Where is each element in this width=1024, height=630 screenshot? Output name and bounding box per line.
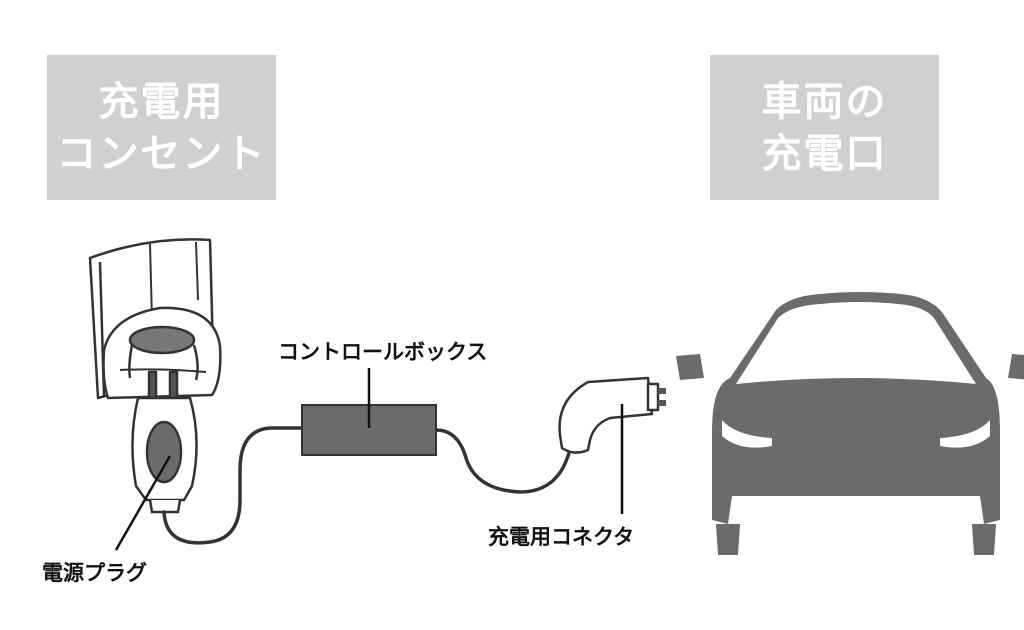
car-illustration [676, 292, 1024, 555]
charging-cable [162, 426, 574, 545]
outlet-title-line1: 充電用 [98, 78, 225, 125]
plug-leader [114, 455, 172, 551]
outlet-title-box: 充電用 コンセント [47, 55, 276, 200]
vehicle-port-title-box: 車両の 充電口 [710, 55, 939, 200]
outlet-title-line2: コンセント [56, 130, 267, 177]
power-plug-label: 電源プラグ [42, 561, 147, 585]
vehicle-title-line2: 充電口 [761, 130, 888, 177]
control-box-label: コントロールボックス [278, 340, 488, 364]
charging-connector-illustration [558, 376, 666, 454]
charging-connector-label: 充電用コネクタ [488, 525, 635, 549]
vehicle-title-line1: 車両の [761, 78, 888, 125]
wall-outlet-illustration [88, 238, 222, 400]
callout-leader-lines [114, 368, 624, 551]
power-plug-illustration [131, 396, 198, 514]
